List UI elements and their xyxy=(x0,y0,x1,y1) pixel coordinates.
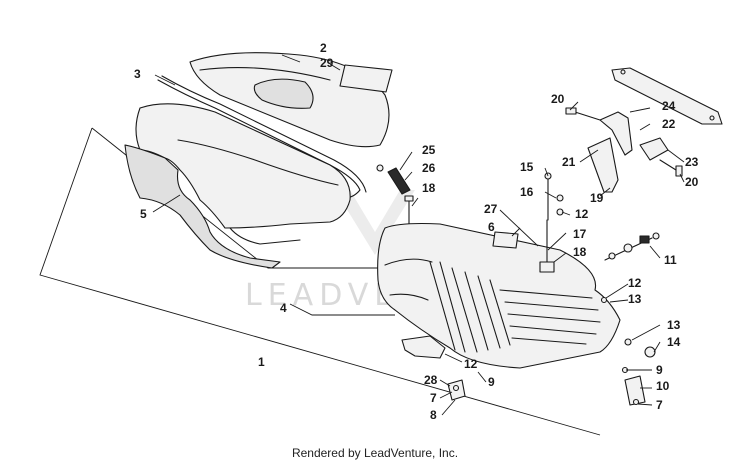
callout-2: 2 xyxy=(320,41,327,55)
part-decal xyxy=(339,64,393,93)
callout-labels: 2 29 3 5 4 1 25 26 18 27 6 17 18 15 16 1… xyxy=(134,41,699,422)
callout-21: 21 xyxy=(562,155,576,169)
callout-14: 14 xyxy=(667,335,681,349)
callout-12-right: 12 xyxy=(628,276,642,290)
callout-22: 22 xyxy=(662,117,676,131)
callout-10: 10 xyxy=(656,379,670,393)
callout-7-left: 7 xyxy=(430,391,437,405)
callout-18-left: 18 xyxy=(422,181,436,195)
callout-15: 15 xyxy=(520,160,534,174)
callout-4: 4 xyxy=(280,301,287,315)
callout-5: 5 xyxy=(140,207,147,221)
callout-29: 29 xyxy=(320,56,334,70)
callout-26: 26 xyxy=(422,161,436,175)
callout-17: 17 xyxy=(573,227,587,241)
callout-8: 8 xyxy=(430,408,437,422)
part-gas-strut xyxy=(544,172,564,221)
part-hook-bracket-right xyxy=(624,375,646,406)
callout-9-left: 9 xyxy=(488,375,495,389)
callout-25: 25 xyxy=(422,143,436,157)
part-storage-box xyxy=(377,222,621,369)
callout-12-lower: 12 xyxy=(464,357,478,371)
callout-9-right: 9 xyxy=(656,363,663,377)
leader-lines xyxy=(152,54,685,416)
callout-13-lower: 13 xyxy=(667,318,681,332)
callout-20-bottom: 20 xyxy=(685,175,699,189)
callout-23: 23 xyxy=(685,155,699,169)
callout-18-right: 18 xyxy=(573,245,587,259)
part-hinge xyxy=(539,219,555,273)
callout-28: 28 xyxy=(424,373,438,387)
part-side-trim xyxy=(124,144,281,269)
part-label xyxy=(492,231,519,249)
part-housing-shell xyxy=(135,103,351,245)
part-latch xyxy=(376,164,411,195)
part-lid-cover xyxy=(189,52,390,148)
callout-20-top: 20 xyxy=(551,92,565,106)
callout-7-right: 7 xyxy=(656,398,663,412)
callout-27: 27 xyxy=(484,202,498,216)
callout-24: 24 xyxy=(662,99,676,113)
callout-3: 3 xyxy=(134,67,141,81)
part-lock-assembly xyxy=(604,232,660,261)
part-hook-bracket-left xyxy=(401,335,466,401)
callout-16: 16 xyxy=(520,185,534,199)
callout-19: 19 xyxy=(590,191,604,205)
callout-12-strut: 12 xyxy=(575,207,589,221)
callout-11: 11 xyxy=(664,253,677,267)
callout-13-right: 13 xyxy=(628,292,642,306)
footer-credit: Rendered by LeadVenture, Inc. xyxy=(291,446,459,460)
callout-6: 6 xyxy=(488,220,495,234)
part-mounting-rail xyxy=(611,67,723,125)
callout-1: 1 xyxy=(258,355,265,369)
